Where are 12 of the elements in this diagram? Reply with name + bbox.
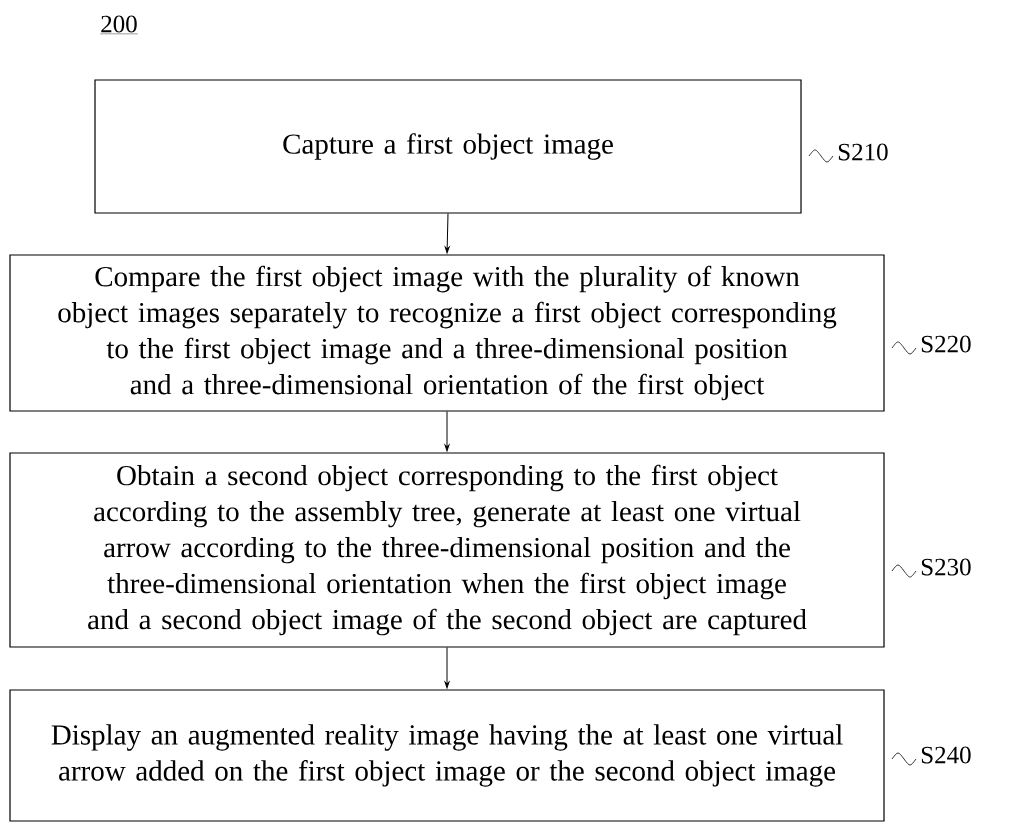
process-box: Capture a first object image [94, 79, 802, 214]
arrow [444, 411, 450, 452]
step-label: S230 [921, 558, 971, 576]
process-box: Compare the first object image with the plurality of known object images separately to recognize a first object corresponding to the first object image and a three-dimensional position and a three-dimensional orientation of the first object [9, 254, 885, 412]
process-box: Display an augmented reality image having the at least one virtual arrow added on the first object image or the second object image [9, 689, 885, 822]
step-label: S210 [838, 143, 888, 161]
step-label: S220 [921, 335, 971, 353]
figure-number: 200 [100, 15, 138, 35]
arrow [444, 647, 450, 689]
step-label: S240 [921, 746, 971, 764]
arrow [444, 213, 450, 254]
process-box: Obtain a second object corresponding to the first object according to the assembly tree, generate at least one virtual arrow according to the three-dimensional position and the three-dimensional orientation when the first object image and a second object image of the second object are captured [9, 452, 885, 648]
